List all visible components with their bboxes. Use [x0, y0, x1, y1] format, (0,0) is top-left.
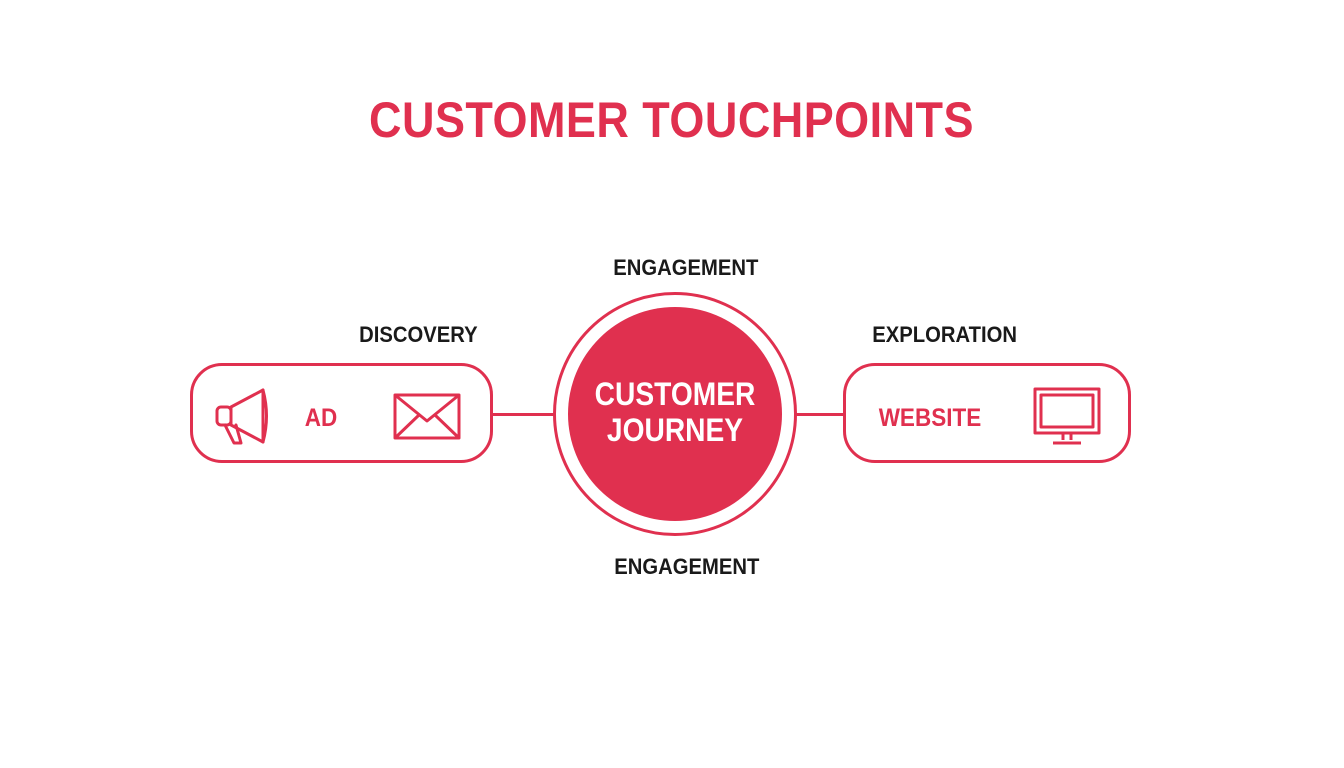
touchpoint-label-website: WEBSITE	[878, 404, 982, 432]
stage-label-bottom: ENGAGEMENT	[614, 554, 760, 579]
envelope-icon	[393, 393, 461, 440]
touchpoint-box-ad	[190, 363, 493, 463]
stage-label-top: ENGAGEMENT	[613, 255, 759, 280]
hub-label-line1: CUSTOMER	[594, 376, 756, 412]
monitor-icon	[1033, 387, 1101, 445]
hub-label-line2: JOURNEY	[606, 412, 744, 448]
hub-label: CUSTOMER JOURNEY	[581, 376, 769, 448]
stage-label-right: EXPLORATION	[872, 322, 1017, 347]
touchpoint-label-ad: AD	[304, 404, 338, 432]
megaphone-icon	[215, 388, 268, 445]
connector-right	[795, 413, 847, 416]
hub-circle	[568, 307, 782, 521]
touchpoint-box-website	[843, 363, 1131, 463]
connector-left	[490, 413, 556, 416]
stage-label-left: DISCOVERY	[359, 322, 478, 347]
diagram-title: CUSTOMER TOUCHPOINTS	[369, 92, 974, 148]
